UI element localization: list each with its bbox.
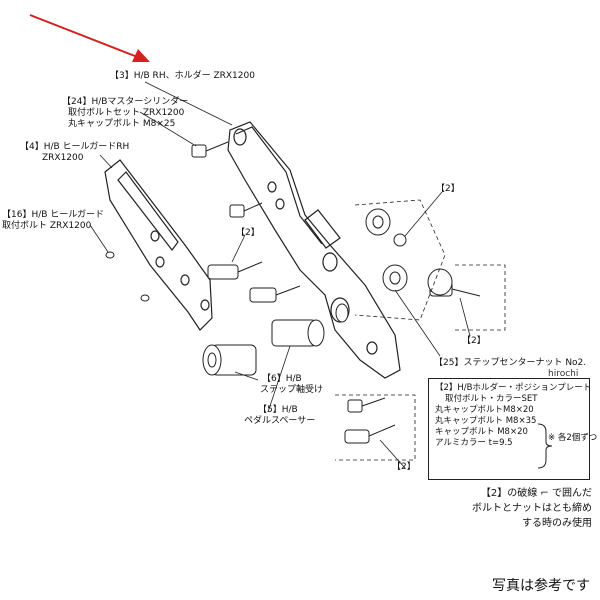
note-line-3: する時のみ使用	[522, 518, 592, 529]
label-holder-rh: 【3】H/B RH、ホルダー ZRX1200	[110, 71, 255, 81]
spec-box: 【2】H/Bホルダー・ポジションプレート 取付ボルト・カラーSET 丸キャップボ…	[428, 378, 592, 480]
spec-brace	[537, 423, 553, 469]
label-pedal-spacer-2: ペダルスペーサー	[244, 416, 316, 426]
pointer-arrow	[29, 14, 150, 62]
label-heelguard-bolt-1: 【16】H/B ヒールガード	[2, 210, 105, 220]
label-master-bolt-1: 【24】H/Bマスターシリンダー	[62, 97, 189, 107]
label-heelguard-2: ZRX1200	[42, 153, 84, 163]
watermark: hirochi	[548, 369, 579, 379]
bolts	[105, 141, 481, 444]
note-line-1: 【2】の破線 ⌐ で囲んだ	[480, 488, 592, 499]
bolt-note: 【2】の破線 ⌐ で囲んだ ボルトとナットはとも締め する時のみ使用	[472, 486, 592, 531]
collars-and-nuts	[202, 208, 453, 376]
label-center-nut: 【25】ステップセンターナット No2.	[434, 358, 587, 368]
photo-reference-note: 写真は参考です	[492, 578, 590, 594]
spec-line-4: アルミカラー t=9.5	[435, 438, 513, 448]
spec-line-2: 丸キャップボルト M8×35	[435, 416, 537, 426]
label-ref2-a: 【2】	[436, 184, 460, 194]
label-ref2-b: 【2】	[236, 228, 260, 238]
label-master-bolt-2: 取付ボルトセット ZRX1200	[68, 108, 185, 118]
dashed-enclosures	[335, 199, 506, 461]
heel-guard	[104, 159, 213, 331]
label-master-bolt-3: 丸キャップボルト M8×25	[68, 119, 176, 129]
label-ref2-c: 【2】	[462, 336, 486, 346]
label-step-bearing-2: ステップ軸受け	[260, 385, 324, 395]
spec-brace-note: ※ 各2個ずつ	[548, 433, 598, 443]
label-heelguard-bolt-2: 取付ボルト ZRX1200	[2, 221, 92, 231]
label-pedal-spacer-1: 【5】H/B	[258, 405, 298, 415]
spec-line-1: 丸キャップボルトM8×20	[435, 405, 534, 415]
spec-line-3: キャップボルト M8×20	[435, 427, 528, 437]
label-heelguard-1: 【4】H/B ヒールガードRH	[20, 142, 130, 152]
spec-title: 【2】H/Bホルダー・ポジションプレート	[435, 383, 592, 393]
note-line-2: ボルトとナットはとも締め	[472, 503, 592, 514]
label-ref2-d: 【2】	[392, 462, 416, 472]
leader-lines	[89, 81, 471, 469]
spec-subtitle: 取付ボルト・カラーSET	[445, 394, 538, 404]
label-step-bearing-1: 【6】H/B	[262, 374, 302, 384]
holder-plate	[227, 121, 401, 379]
